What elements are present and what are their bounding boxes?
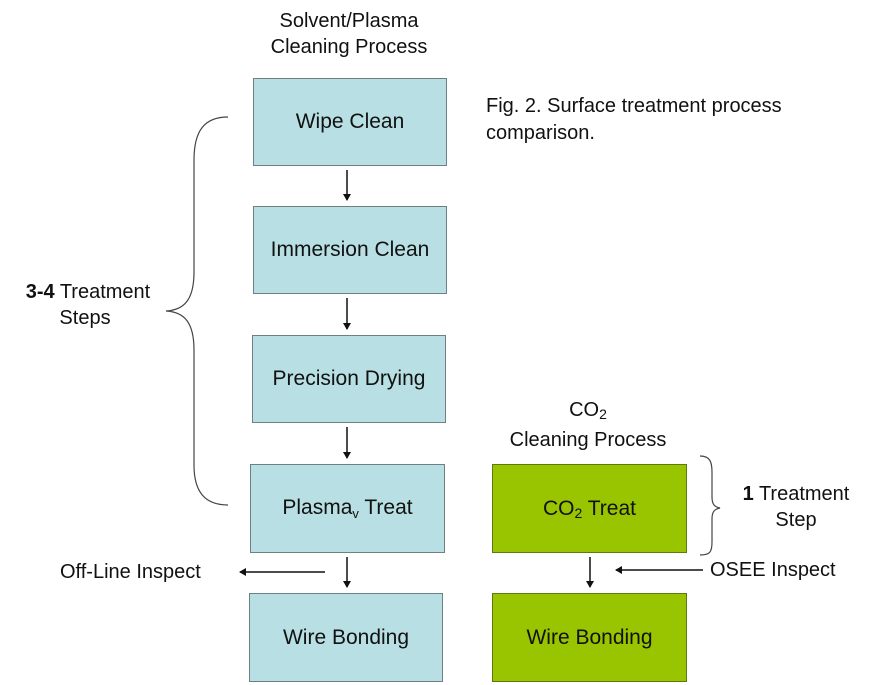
step-label: Wire Bonding <box>282 625 410 649</box>
left-title-line1: Solvent/Plasma <box>279 10 419 32</box>
step-plasma-treat: Plasmav Treat <box>250 464 445 553</box>
left-process-title: Solvent/Plasma Cleaning Process <box>244 8 454 60</box>
step-precision-drying: Precision Drying <box>252 335 446 423</box>
step-immersion-clean: Immersion Clean <box>253 206 447 294</box>
caption-line2: comparison. <box>486 122 595 144</box>
treatment-word: Treatment <box>753 483 850 505</box>
step-wire-bonding-left: Wire Bonding <box>249 593 443 682</box>
right-title-line2: Cleaning Process <box>509 429 667 451</box>
right-brace <box>699 455 721 556</box>
right-title-line1: CO2 <box>569 399 607 422</box>
step-label: Plasmav Treat <box>282 496 413 521</box>
step-label: Wire Bonding <box>526 625 653 649</box>
figure-caption: Fig. 2. Surface treatment process compar… <box>486 93 866 147</box>
left-title-line2: Cleaning Process <box>270 36 428 58</box>
step-wire-bonding-right: Wire Bonding <box>492 593 687 682</box>
step-co2-treat: CO2 Treat <box>492 464 687 553</box>
osee-inspect-label: OSEE Inspect <box>710 559 836 581</box>
right-brace-label: 1 Treatment Step <box>726 481 866 533</box>
steps-word: Steps <box>59 307 111 329</box>
treatment-count: 3-4 <box>25 281 55 303</box>
step-word: Step <box>775 509 817 531</box>
right-process-title: CO2 Cleaning Process <box>488 397 688 453</box>
step-label: Wipe Clean <box>295 110 405 133</box>
step-wipe-clean: Wipe Clean <box>253 78 447 166</box>
treatment-word: Treatment <box>54 281 151 303</box>
left-brace-label: 3-4 Treatment Steps <box>8 279 168 331</box>
step-label: CO2 Treat <box>543 496 636 521</box>
treatment-count: 1 <box>742 483 754 505</box>
step-label: Immersion Clean <box>270 238 430 261</box>
caption-line1: Fig. 2. Surface treatment process <box>486 95 782 117</box>
left-brace <box>165 116 229 506</box>
step-label: Precision Drying <box>272 367 426 390</box>
offline-inspect-label: Off-Line Inspect <box>60 561 201 583</box>
